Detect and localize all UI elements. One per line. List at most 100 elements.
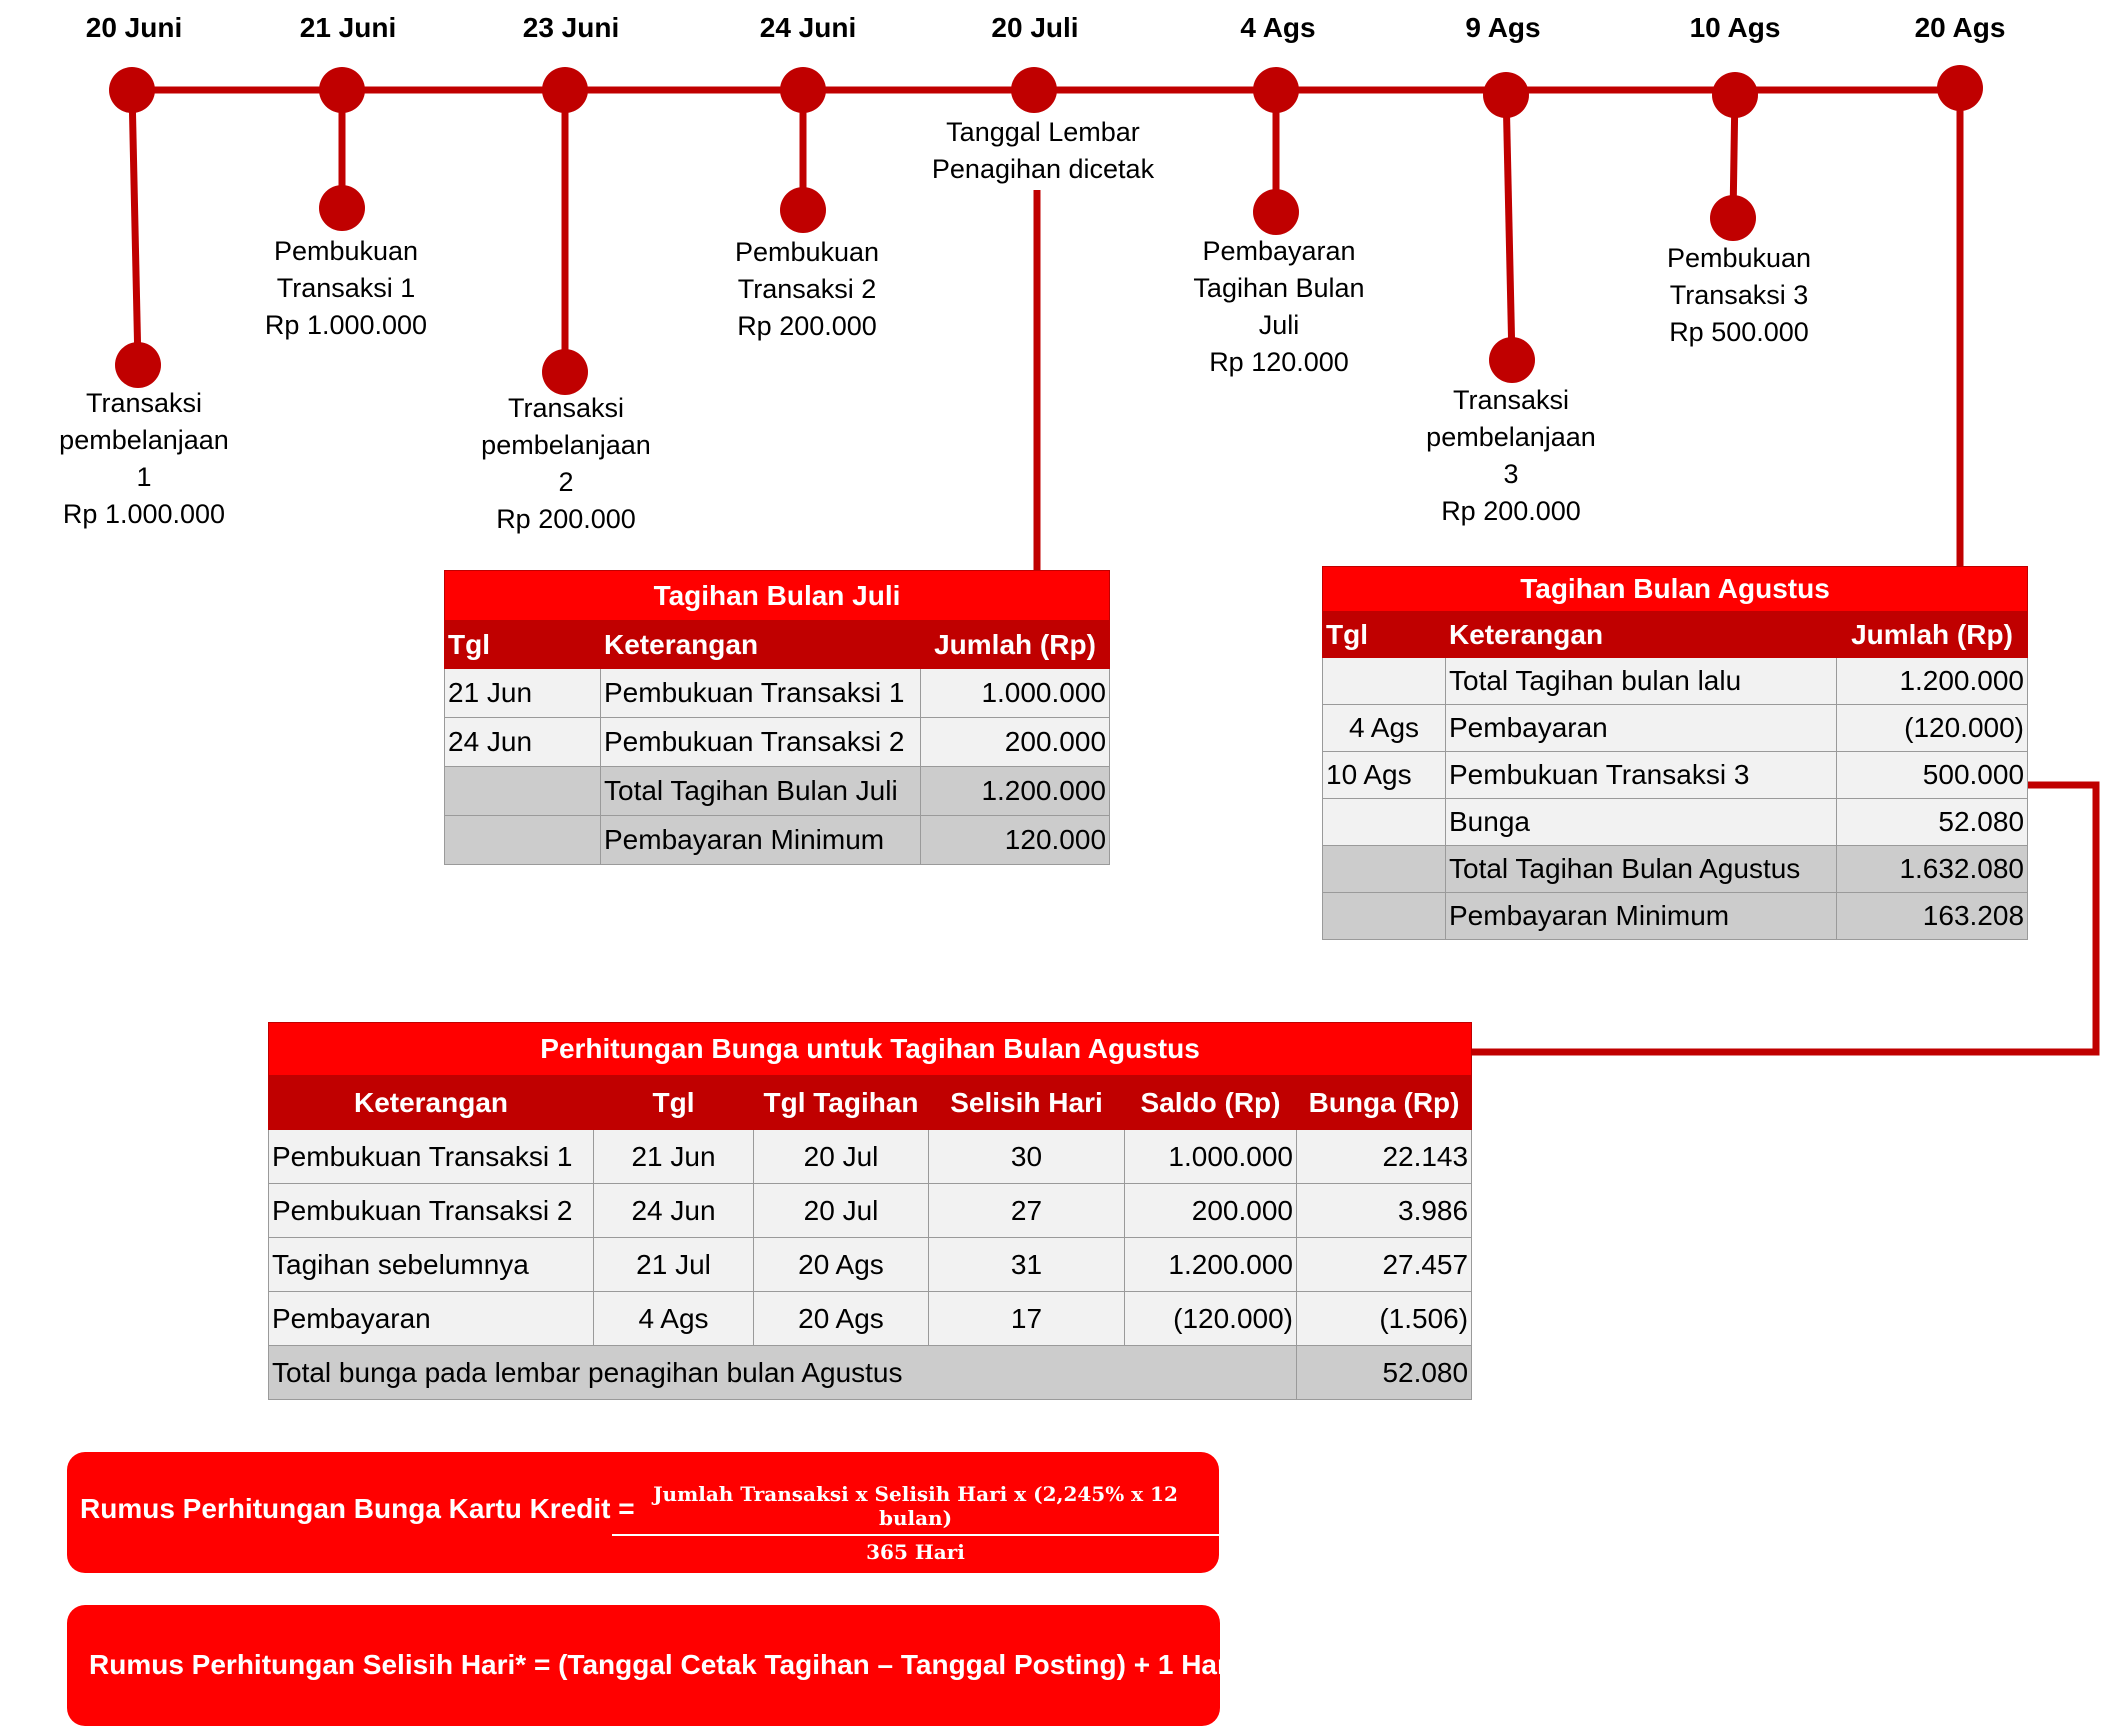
event-label-line: Tanggal Lembar bbox=[946, 117, 1140, 147]
table-cell: 1.632.080 bbox=[1835, 845, 2029, 893]
event-node bbox=[1489, 337, 1535, 383]
table-cell: 200.000 bbox=[919, 717, 1111, 767]
table-cell: 120.000 bbox=[919, 815, 1111, 865]
table-cell: (1.506) bbox=[1295, 1291, 1473, 1346]
stem-e1 bbox=[128, 89, 142, 366]
table-cell bbox=[1322, 845, 1446, 893]
table-cell: Pembayaran Minimum bbox=[600, 815, 921, 865]
table-cell: 163.208 bbox=[1835, 892, 2029, 940]
table-cell: 1.000.000 bbox=[1124, 1129, 1297, 1184]
table-row: Pembukuan Transaksi 1 21 Jun 20 Jul 30 1… bbox=[268, 1129, 1473, 1184]
timeline-node bbox=[1712, 72, 1758, 118]
timeline-node bbox=[1011, 67, 1057, 113]
event-node bbox=[115, 342, 161, 388]
event-node bbox=[780, 187, 826, 233]
total-label: Total bunga pada lembar penagihan bulan … bbox=[268, 1345, 1297, 1400]
table-cell bbox=[1322, 657, 1446, 705]
table-row: Pembayaran 4 Ags 20 Ags 17 (120.000) (1.… bbox=[268, 1291, 1473, 1346]
table-cell: 20 Jul bbox=[753, 1183, 929, 1238]
event-label-transaksi-1: Transaksi pembelanjaan 1 Rp 1.000.000 bbox=[14, 385, 274, 533]
table-cell: 24 Jun bbox=[444, 717, 601, 767]
formula-selisih-box: Rumus Perhitungan Selisih Hari* = (Tangg… bbox=[67, 1605, 1236, 1726]
table-row: 10 Ags Pembukuan Transaksi 3 500.000 bbox=[1322, 751, 2029, 799]
table-cell: 3.986 bbox=[1295, 1183, 1473, 1238]
table-cell: 20 Ags bbox=[753, 1291, 929, 1346]
event-label-line: Rp 200.000 bbox=[496, 504, 636, 534]
column-header: Jumlah (Rp) bbox=[919, 620, 1111, 669]
table-cell: (120.000) bbox=[1835, 704, 2029, 752]
event-label-line: Transaksi bbox=[1452, 385, 1570, 415]
table-row: Tagihan sebelumnya 21 Jul 20 Ags 31 1.20… bbox=[268, 1237, 1473, 1292]
event-label-line: Rp 500.000 bbox=[1669, 317, 1809, 347]
event-label-line: 1 bbox=[136, 462, 152, 492]
event-label-pembayaran: Pembayaran Tagihan Bulan Juli Rp 120.000 bbox=[1149, 233, 1409, 381]
table-cell: 4 Ags bbox=[593, 1291, 754, 1346]
table-cell: 1.200.000 bbox=[1835, 657, 2029, 705]
table-cell: Pembukuan Transaksi 1 bbox=[600, 668, 921, 718]
event-label-line: Transaksi bbox=[507, 393, 625, 423]
table-cell: 24 Jun bbox=[593, 1183, 754, 1238]
table-cell: Pembayaran Minimum bbox=[1445, 892, 1837, 940]
timeline-node bbox=[109, 67, 155, 113]
table-cell bbox=[444, 766, 601, 816]
event-label-line: Pembukuan bbox=[734, 237, 880, 267]
event-label-line: pembelanjaan bbox=[481, 430, 651, 460]
event-label-tanggal-cetak: Tanggal Lembar Penagihan dicetak bbox=[893, 114, 1193, 188]
table-row: Pembayaran Minimum 120.000 bbox=[444, 815, 1111, 865]
event-label-line: Rp 200.000 bbox=[737, 311, 877, 341]
event-label-transaksi-3: Transaksi pembelanjaan 3 Rp 200.000 bbox=[1381, 382, 1641, 530]
column-header: Tgl Tagihan bbox=[753, 1075, 929, 1130]
column-header: Keterangan bbox=[1445, 611, 1837, 658]
event-node bbox=[1253, 189, 1299, 235]
event-label-line: Penagihan dicetak bbox=[931, 154, 1155, 184]
column-header: Saldo (Rp) bbox=[1124, 1075, 1297, 1130]
table-cell: 27 bbox=[928, 1183, 1125, 1238]
perhitungan-bunga-table: Perhitungan Bunga untuk Tagihan Bulan Ag… bbox=[267, 1022, 1473, 1400]
event-label-line: Rp 120.000 bbox=[1209, 347, 1349, 377]
table-title: Tagihan Bulan Agustus bbox=[1321, 566, 2029, 612]
formula-bunga-box: Rumus Perhitungan Bunga Kartu Kredit = J… bbox=[67, 1452, 1219, 1573]
table-row: Total bunga pada lembar penagihan bulan … bbox=[268, 1345, 1473, 1400]
table-cell: 1.200.000 bbox=[1124, 1237, 1297, 1292]
table-row: 21 Jun Pembukuan Transaksi 1 1.000.000 bbox=[444, 668, 1111, 718]
table-cell: 10 Ags bbox=[1322, 751, 1446, 799]
event-node bbox=[319, 185, 365, 231]
table-row: Bunga 52.080 bbox=[1322, 798, 2029, 846]
table-cell: Bunga bbox=[1445, 798, 1837, 846]
table-row: 24 Jun Pembukuan Transaksi 2 200.000 bbox=[444, 717, 1111, 767]
table-cell bbox=[444, 815, 601, 865]
event-label-line: pembelanjaan bbox=[59, 425, 229, 455]
table-cell: 1.000.000 bbox=[919, 668, 1111, 718]
tagihan-agustus-table: Tagihan Bulan Agustus Tgl Keterangan Jum… bbox=[1321, 566, 2029, 940]
table-cell: Pembukuan Transaksi 3 bbox=[1445, 751, 1837, 799]
table-cell: 22.143 bbox=[1295, 1129, 1473, 1184]
table-cell: 20 Ags bbox=[753, 1237, 929, 1292]
table-cell: Pembayaran bbox=[268, 1291, 594, 1346]
event-label-line: Rp 1.000.000 bbox=[264, 310, 428, 340]
column-header: Tgl bbox=[593, 1075, 754, 1130]
table-cell: Pembayaran bbox=[1445, 704, 1837, 752]
timeline-node bbox=[1937, 65, 1983, 111]
table-cell bbox=[1322, 798, 1446, 846]
event-node bbox=[1710, 195, 1756, 241]
date-label: 20 Juni bbox=[85, 12, 183, 43]
table-row: Total Tagihan Bulan Agustus 1.632.080 bbox=[1322, 845, 2029, 893]
event-label-line: Transaksi 3 bbox=[1669, 280, 1809, 310]
table-cell: Pembukuan Transaksi 2 bbox=[268, 1183, 594, 1238]
table-row: Pembukuan Transaksi 2 24 Jun 20 Jul 27 2… bbox=[268, 1183, 1473, 1238]
event-label-line: 2 bbox=[558, 467, 574, 497]
event-label-line: Tagihan Bulan bbox=[1193, 273, 1365, 303]
event-label-line: Rp 200.000 bbox=[1441, 496, 1581, 526]
table-row: 4 Ags Pembayaran (120.000) bbox=[1322, 704, 2029, 752]
table-cell: Pembukuan Transaksi 1 bbox=[268, 1129, 594, 1184]
table-cell: Total Tagihan bulan lalu bbox=[1445, 657, 1837, 705]
table-row: Total Tagihan Bulan Juli 1.200.000 bbox=[444, 766, 1111, 816]
event-label-line: Pembukuan bbox=[273, 236, 419, 266]
column-header: Bunga (Rp) bbox=[1295, 1075, 1473, 1130]
event-label-line: Transaksi 1 bbox=[276, 273, 416, 303]
table-cell: 4 Ags bbox=[1322, 704, 1446, 752]
table-row: Total Tagihan bulan lalu 1.200.000 bbox=[1322, 657, 2029, 705]
timeline-node bbox=[319, 67, 365, 113]
event-label-line: Pembukuan bbox=[1666, 243, 1812, 273]
